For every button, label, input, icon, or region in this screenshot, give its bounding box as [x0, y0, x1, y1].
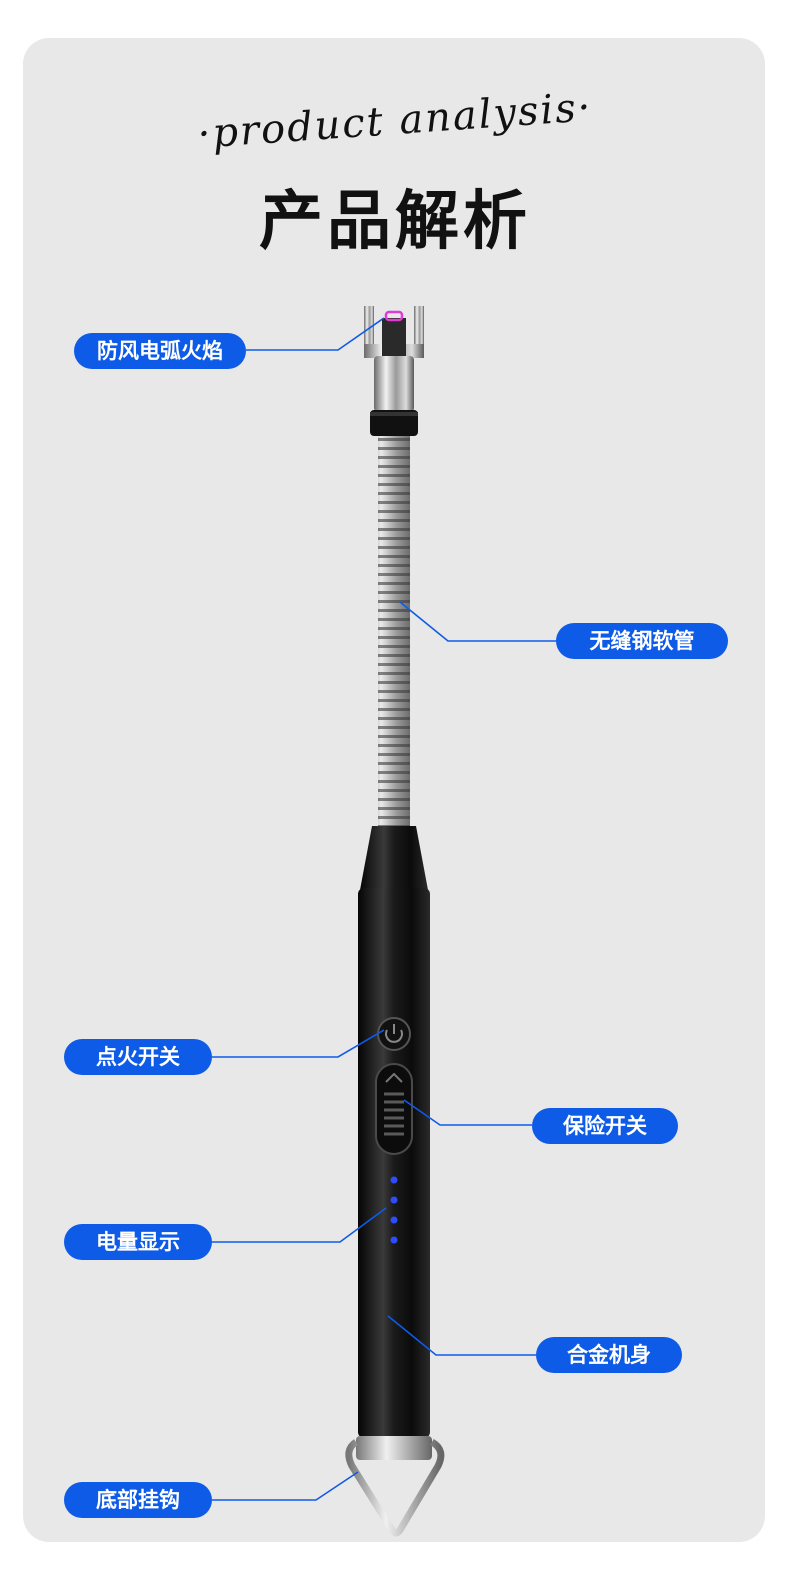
callout-battery-display: 电量显示: [64, 1224, 212, 1260]
alloy-body: [358, 888, 430, 1438]
safety-slider: [375, 1063, 413, 1155]
callout-steel-hose: 无缝钢软管: [556, 623, 728, 659]
arc-head: [364, 306, 424, 436]
bottom-cap: [356, 1436, 432, 1460]
callout-ignition-switch: 点火开关: [64, 1039, 212, 1075]
page-title: 产品解析: [259, 185, 531, 259]
body-collar: [360, 826, 428, 890]
callout-alloy-body: 合金机身: [536, 1337, 682, 1373]
callout-arc-flame: 防风电弧火焰: [74, 333, 246, 369]
steel-hose: [378, 436, 410, 826]
callout-safety-switch: 保险开关: [532, 1108, 678, 1144]
callout-bottom-hook: 底部挂钩: [64, 1482, 212, 1518]
bottom-hook: [345, 1438, 445, 1537]
battery-indicator: [390, 1176, 398, 1244]
